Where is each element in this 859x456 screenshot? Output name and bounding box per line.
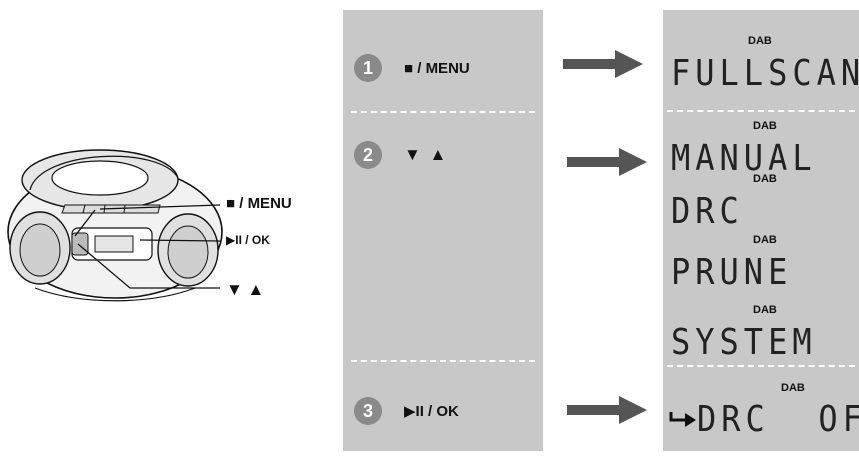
step-divider — [351, 360, 535, 362]
display-text-drc: DRC — [671, 190, 744, 232]
display-text-prune: PRUNE — [671, 251, 793, 293]
display-text-drc-off: DRC OFF — [697, 398, 859, 440]
step-number-badge: 3 — [354, 397, 382, 425]
step-instruction: ■ / MENU — [404, 59, 470, 77]
boombox-illustration: ■ / MENU ▶II / OK ▼ ▲ — [0, 0, 330, 451]
step-3: 3 ▶II / OK — [354, 397, 459, 425]
play-ok-button-label: ▶II / OK — [226, 233, 270, 247]
dab-indicator: DAB — [753, 234, 777, 246]
boombox-drawing — [7, 149, 223, 302]
menu-button-label: ■ / MENU — [226, 195, 292, 212]
step-number-badge: 1 — [354, 54, 382, 82]
dab-indicator: DAB — [781, 382, 805, 394]
step-divider — [351, 111, 535, 113]
step-instruction: ▼ ▲ — [404, 145, 449, 164]
return-arrow-icon — [669, 412, 696, 427]
step-instruction: ▶II / OK — [404, 403, 459, 420]
right-arrow-icon — [567, 396, 647, 424]
display-divider — [667, 365, 855, 367]
dab-indicator: DAB — [748, 35, 772, 47]
arrow-buttons-label: ▼ ▲ — [226, 280, 265, 299]
dab-indicator: DAB — [753, 304, 777, 316]
right-arrow-icon — [567, 148, 647, 176]
step-2: 2 ▼ ▲ — [354, 141, 448, 169]
display-text-fullscan: FULLSCAN — [671, 52, 859, 94]
display-panel: DAB FULLSCAN DAB MANUAL DAB DRC DAB PRUN… — [663, 10, 859, 451]
display-text-manual: MANUAL — [671, 137, 817, 179]
display-divider — [667, 110, 855, 112]
right-arrow-icon — [563, 50, 643, 78]
steps-panel: 1 ■ / MENU 2 ▼ ▲ 3 ▶II / OK — [343, 10, 543, 451]
step-1: 1 ■ / MENU — [354, 54, 470, 82]
display-text-system: SYSTEM — [671, 321, 817, 363]
dab-indicator: DAB — [753, 120, 777, 132]
step-number-badge: 2 — [354, 141, 382, 169]
dab-indicator: DAB — [753, 173, 777, 185]
